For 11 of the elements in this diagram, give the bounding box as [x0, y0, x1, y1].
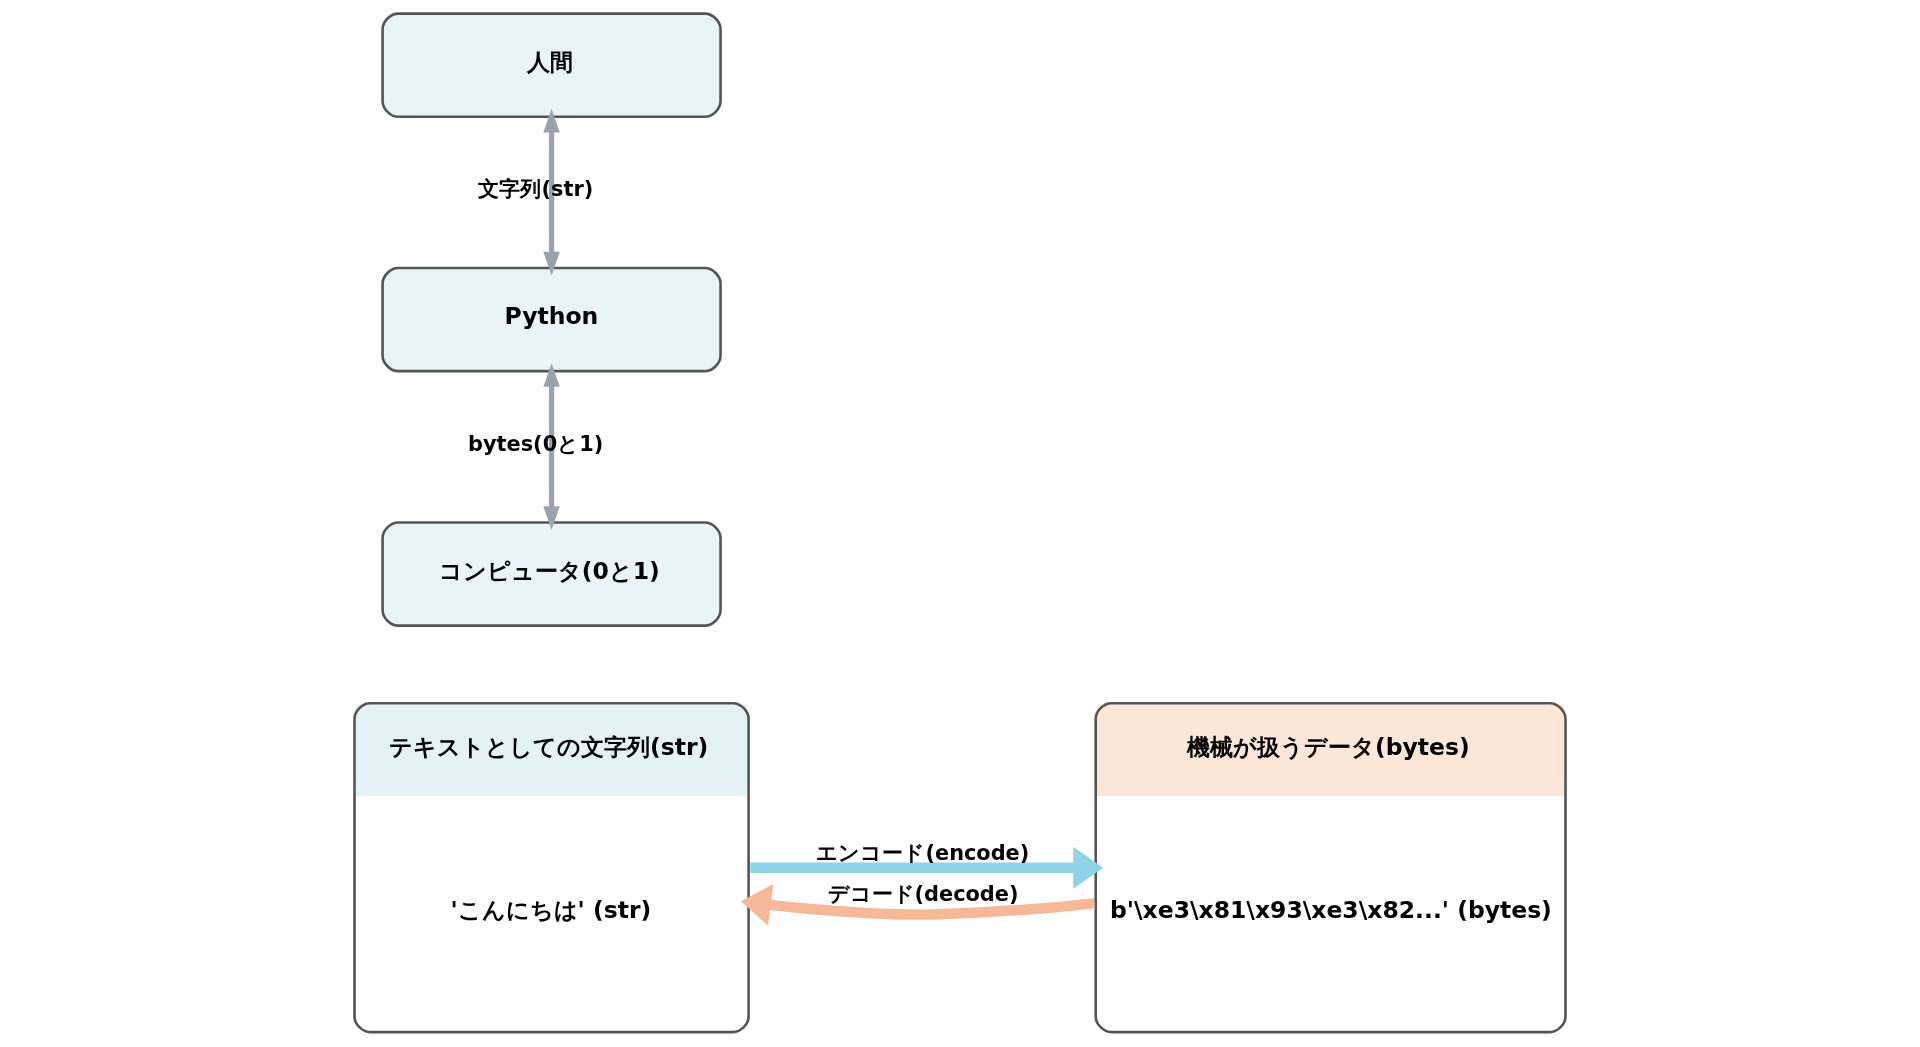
- edge-label: エンコード(encode): [816, 840, 1030, 865]
- node-box: 人間: [381, 12, 722, 118]
- edge-label: デコード(decode): [827, 882, 1019, 907]
- arrow: [543, 108, 560, 276]
- edge-label: bytes(0と1): [468, 431, 604, 456]
- node-box: コンピュータ(0と1): [381, 521, 722, 627]
- arrow: [543, 363, 560, 530]
- arrow: [740, 884, 1095, 926]
- node-box: Python: [381, 266, 722, 373]
- arrow: [750, 846, 1104, 889]
- edge-label: 文字列(str): [478, 177, 594, 202]
